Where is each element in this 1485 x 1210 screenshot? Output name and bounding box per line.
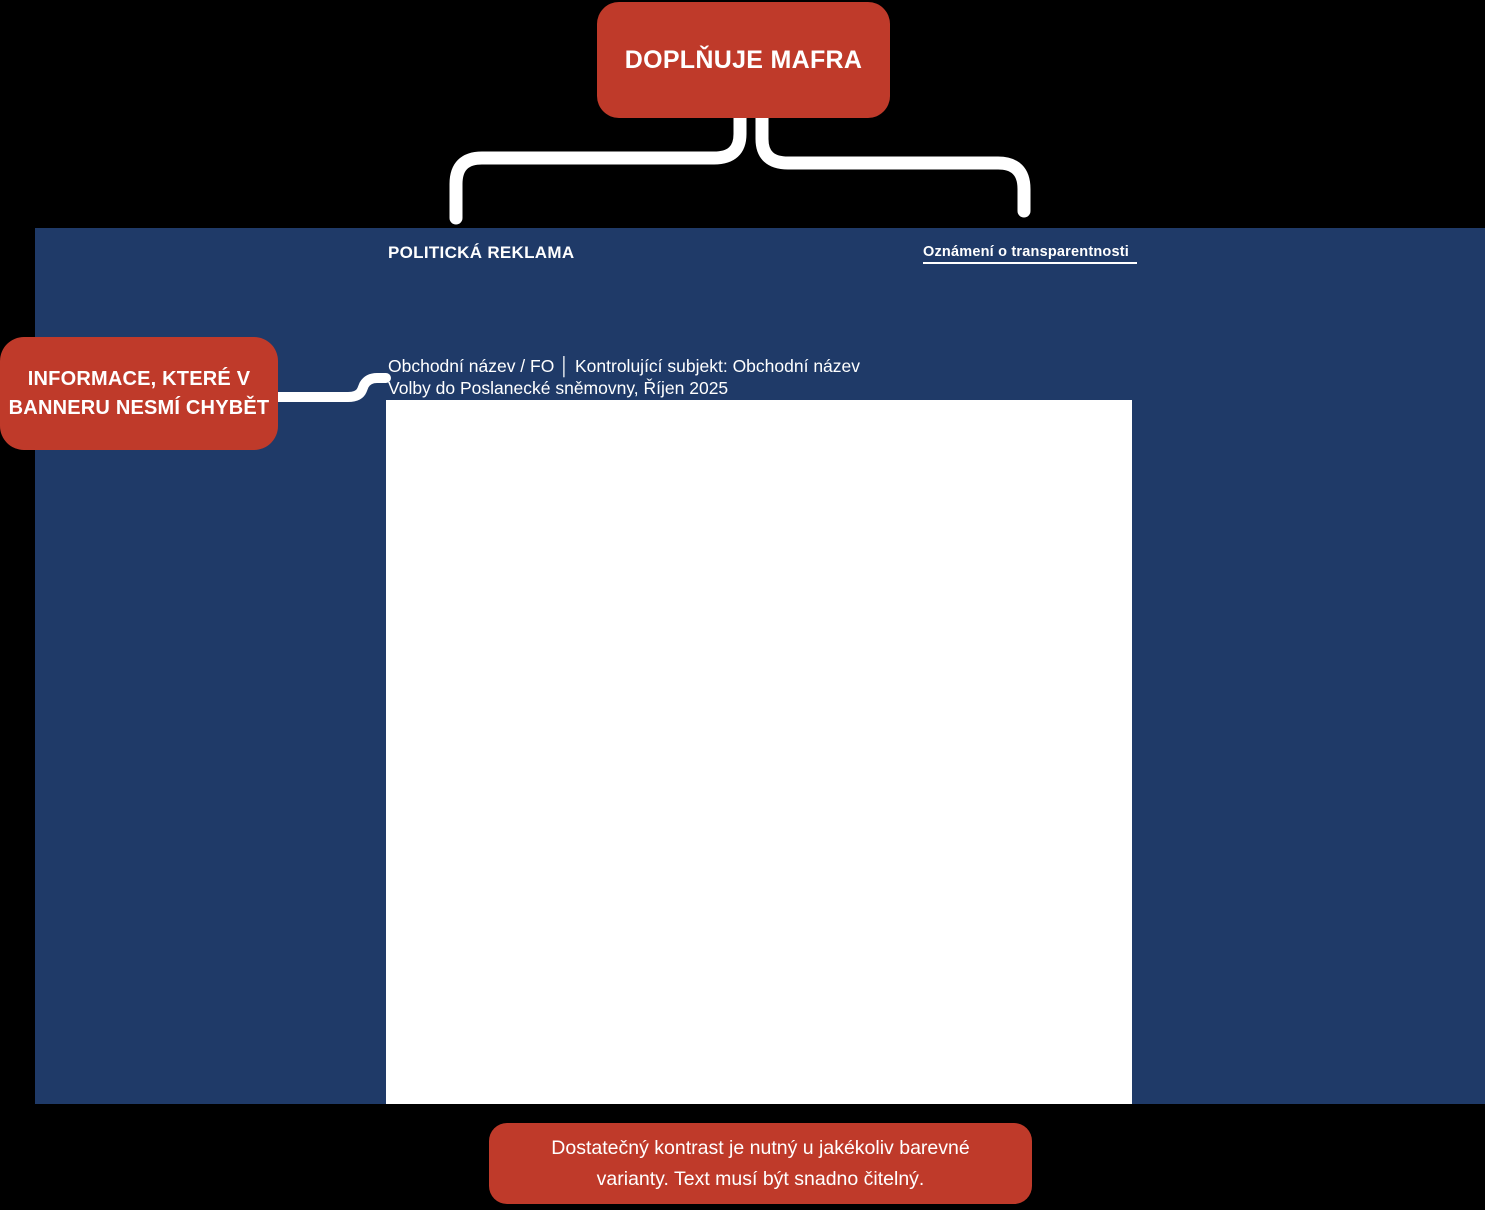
election-line: Volby do Poslanecké sněmovny, Říjen 2025 xyxy=(388,378,729,398)
ad-creative-placeholder xyxy=(386,400,1132,1104)
contrast-note-callout: Dostatečný kontrast je nutný u jakékoliv… xyxy=(489,1123,1032,1204)
contrast-note-line2: varianty. Text musí být snadno čitelný. xyxy=(596,1167,925,1190)
political-ad-label: POLITICKÁ REKLAMA xyxy=(388,243,575,262)
bracket-left-line xyxy=(449,103,747,225)
mafra-callout: DOPLŇUJE MAFRA xyxy=(597,2,890,118)
transparency-notice-link[interactable]: Oznámení o transparentnosti xyxy=(923,244,1138,264)
required-info-callout: INFORMACE, KTERÉ V BANNERU NESMÍ CHYBĚT xyxy=(0,337,278,450)
required-info-line1: INFORMACE, KTERÉ V xyxy=(27,367,251,390)
sponsor-info-block: Obchodní název / FO │ Kontrolující subje… xyxy=(388,355,860,399)
sponsor-line: Obchodní název / FO │ Kontrolující subje… xyxy=(388,356,861,376)
required-info-line2: BANNERU NESMÍ CHYBĚT xyxy=(8,396,270,419)
contrast-note-line1: Dostatečný kontrast je nutný u jakékoliv… xyxy=(551,1136,970,1159)
mafra-callout-label: DOPLŇUJE MAFRA xyxy=(624,45,863,74)
bracket-right-line xyxy=(755,103,1031,218)
